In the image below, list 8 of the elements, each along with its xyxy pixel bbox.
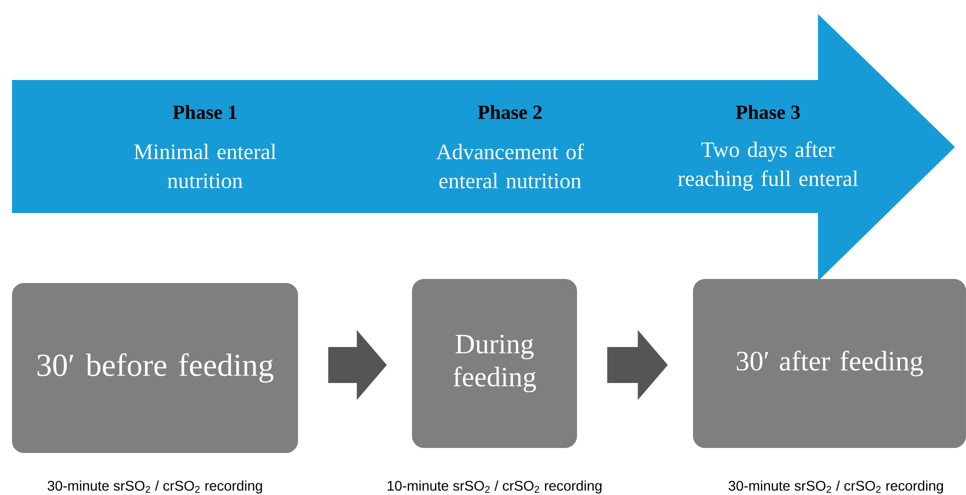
block-arrow: [328, 330, 387, 400]
step-box: 30′ before feeding: [12, 283, 298, 453]
step-box: 30′ after feeding: [693, 279, 966, 448]
node-label: 30-minute srSO$_{2}$ / crSO$_{2}$ recording: [728, 480, 943, 494]
block-arrow: [607, 330, 668, 400]
node-label: 30-minute srSO$_{2}$ / crSO$_{2}$ recording: [48, 480, 262, 494]
step-box: During feeding: [412, 279, 577, 448]
node-label: 10-minute srSO$_{2}$ / crSO$_{2}$ recording: [388, 480, 602, 494]
